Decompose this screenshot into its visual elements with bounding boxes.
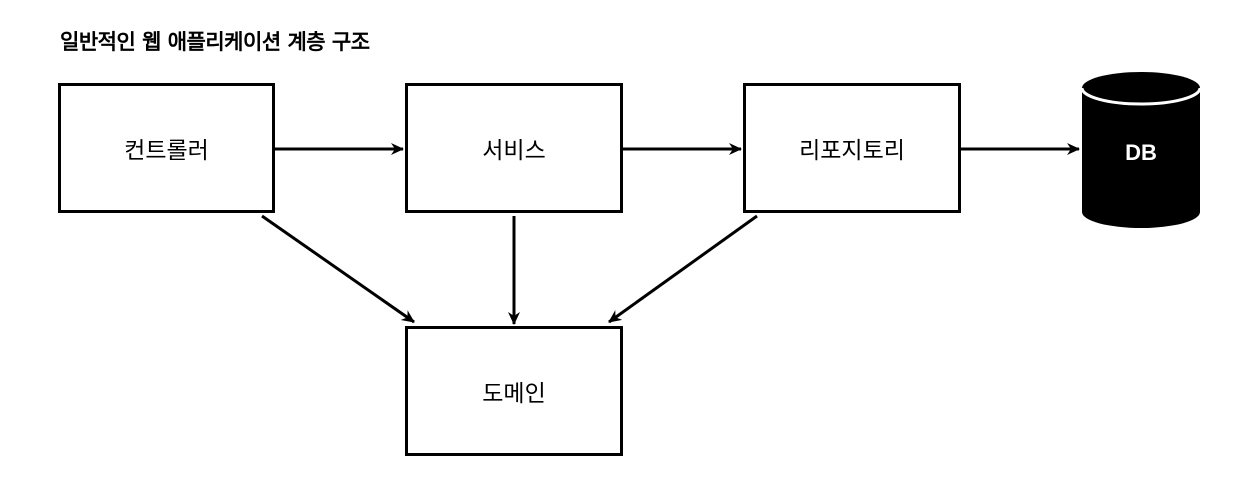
controller-box: 컨트롤러 (58, 83, 275, 213)
domain-box: 도메인 (405, 326, 623, 456)
repository-box: 리포지토리 (743, 83, 961, 213)
service-label: 서비스 (482, 138, 546, 164)
diagram-title: 일반적인 웹 애플리케이션 계층 구조 (60, 30, 370, 54)
database-cylinder: DB (1080, 72, 1202, 228)
edge-repository-domain (608, 214, 758, 324)
database-label: DB (1125, 140, 1157, 165)
repository-label: 리포지토리 (799, 138, 905, 164)
controller-label: 컨트롤러 (124, 138, 209, 164)
service-box: 서비스 (405, 83, 623, 213)
edge-controller-domain (261, 214, 415, 324)
domain-label: 도메인 (482, 381, 546, 407)
